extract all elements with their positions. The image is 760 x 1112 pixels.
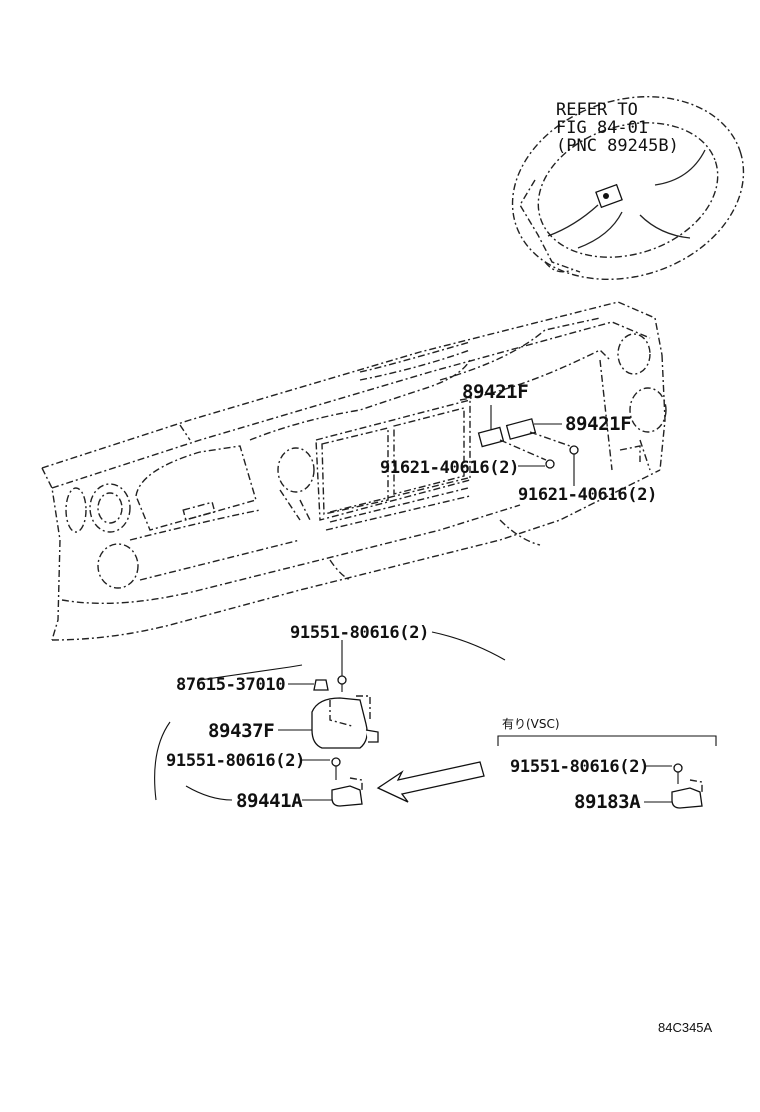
label-89441A: 89441A	[236, 790, 303, 812]
label-91621-a: 91621-40616(2)	[380, 458, 519, 478]
label-91551-top: 91551-80616(2)	[290, 623, 429, 643]
label-89421F-a: 89421F	[462, 381, 528, 403]
label-91551-vsc: 91551-80616(2)	[510, 757, 649, 777]
sensor-89421F-left	[477, 426, 505, 448]
sensor-89441A	[331, 785, 363, 807]
direction-arrow	[376, 761, 485, 803]
label-89421F-b: 89421F	[565, 413, 631, 435]
label-87615: 87615-37010	[176, 675, 285, 695]
label-91551-mid: 91551-80616(2)	[166, 751, 305, 771]
sensor-89421F-right	[505, 418, 537, 440]
reference-line-3: (PNC 89245B)	[556, 136, 679, 156]
sensor-89183A	[671, 787, 703, 809]
front-airbag-sensors	[477, 405, 579, 486]
instrument-panel-drawing	[41, 301, 667, 641]
reference-line-1: REFER TO	[556, 100, 638, 120]
figure-code: 84C345A	[658, 1020, 713, 1035]
vsc-option-box	[497, 735, 717, 809]
label-89183A: 89183A	[574, 791, 641, 813]
vsc-option-label: 有り(VSC)	[502, 717, 560, 731]
label-89437F: 89437F	[208, 720, 274, 742]
reference-line-2: FIG 84-01	[556, 118, 648, 138]
label-91621-b: 91621-40616(2)	[518, 485, 657, 505]
lower-sensor-assembly	[154, 631, 506, 807]
steering-wheel-drawing	[511, 96, 745, 280]
